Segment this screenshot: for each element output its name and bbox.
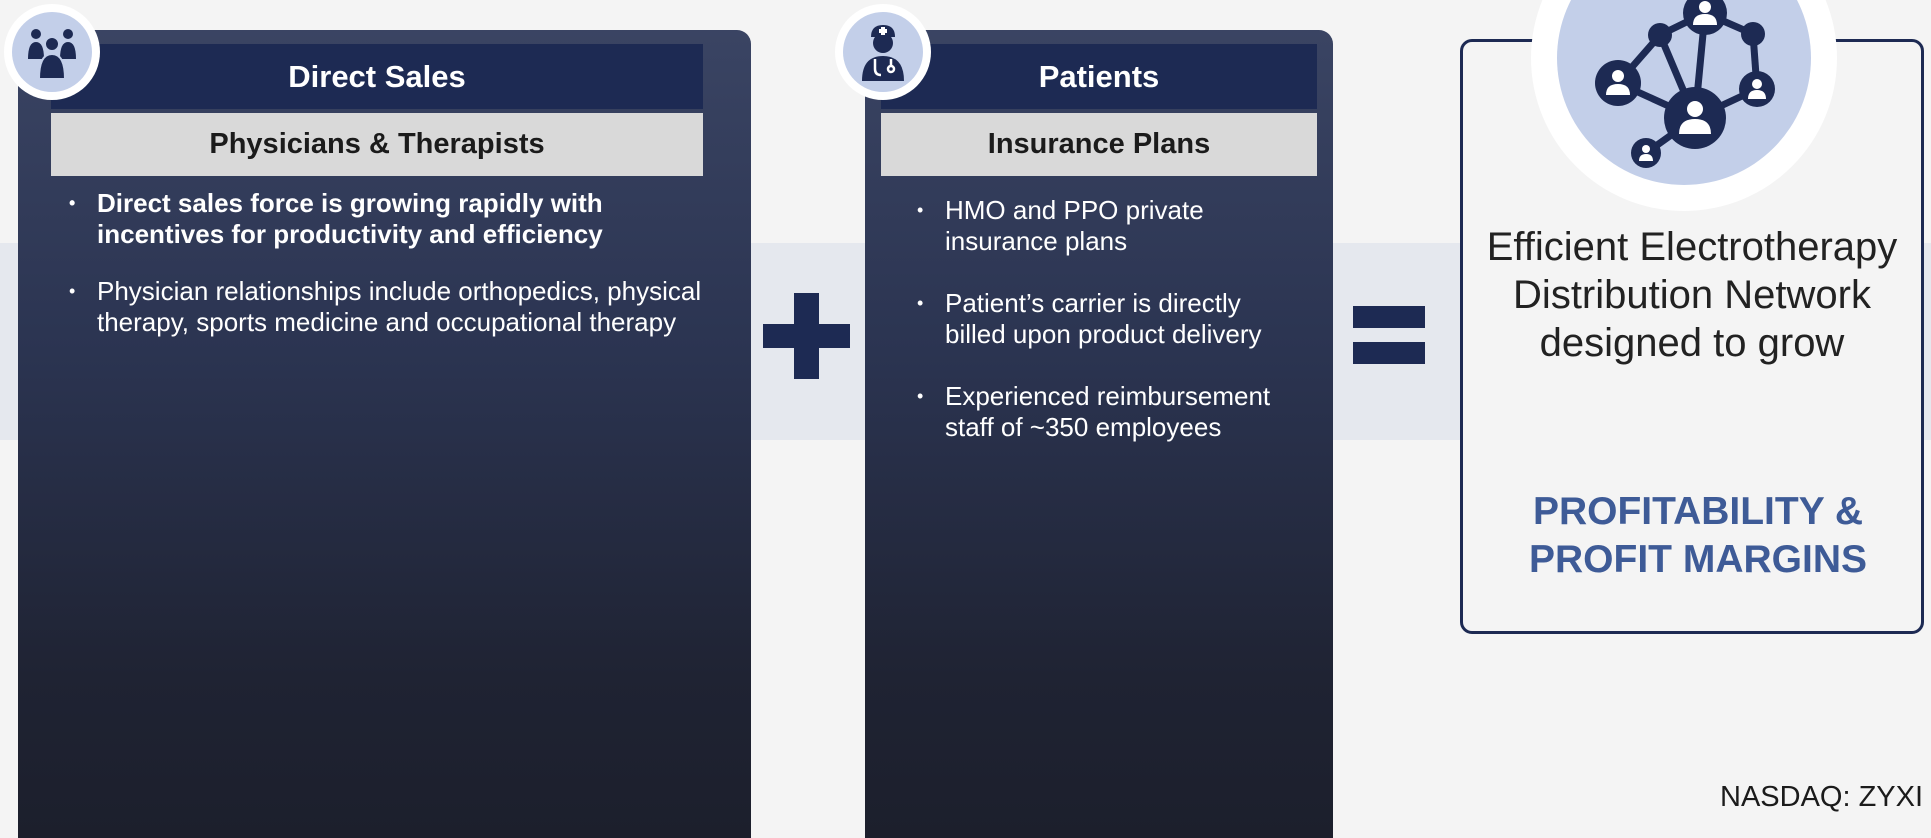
doctor-icon xyxy=(835,4,931,100)
people-group-icon xyxy=(4,4,100,100)
equals-icon xyxy=(1353,306,1425,369)
bullet-item: Physician relationships include orthoped… xyxy=(69,276,717,338)
patients-card: Patients Insurance Plans HMO and PPO pri… xyxy=(865,30,1333,838)
result-emphasis: PROFITABILITY & PROFIT MARGINS xyxy=(1529,490,1867,581)
plus-icon xyxy=(763,293,850,384)
direct-sales-title: Direct Sales xyxy=(51,44,703,109)
direct-sales-bullets: Direct sales force is growing rapidly wi… xyxy=(69,188,717,364)
bullet-item: Experienced reimbursement staff of ~350 … xyxy=(917,381,1285,443)
bullet-item: HMO and PPO private insurance plans xyxy=(917,195,1285,257)
direct-sales-card: Direct Sales Physicians & Therapists Dir… xyxy=(18,30,751,838)
patients-bullets: HMO and PPO private insurance plans Pati… xyxy=(917,195,1285,474)
direct-sales-subtitle: Physicians & Therapists xyxy=(51,113,703,176)
network-icon xyxy=(1531,0,1837,211)
result-text: Efficient Electrotherapy Distribution Ne… xyxy=(1486,225,1898,365)
bullet-item: Direct sales force is growing rapidly wi… xyxy=(69,188,717,250)
ticker-label: NASDAQ: ZYXI xyxy=(1720,781,1924,813)
patients-title: Patients xyxy=(881,44,1317,109)
bullet-item: Patient’s carrier is directly billed upo… xyxy=(917,288,1285,350)
patients-subtitle: Insurance Plans xyxy=(881,113,1317,176)
